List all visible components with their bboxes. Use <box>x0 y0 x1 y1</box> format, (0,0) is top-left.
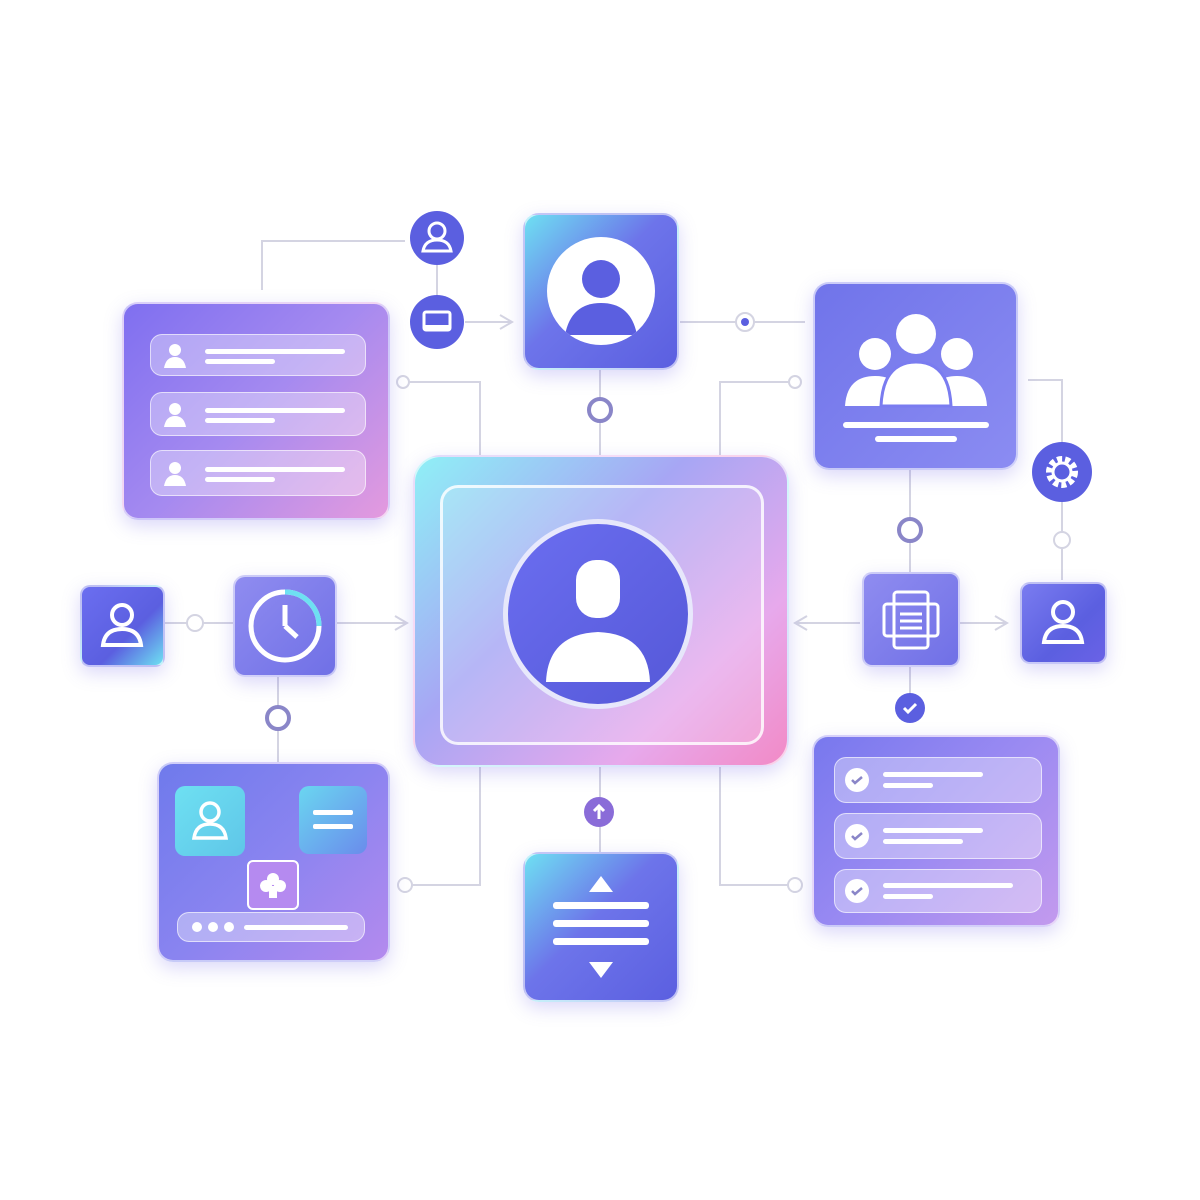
clock-icon <box>248 589 322 663</box>
user-icon <box>1041 600 1085 644</box>
sort-card[interactable] <box>523 852 679 1002</box>
list-item[interactable] <box>150 450 366 496</box>
check-icon <box>845 768 869 792</box>
checklist-line <box>883 894 933 899</box>
user-icon <box>164 462 186 486</box>
dot <box>224 922 234 932</box>
user-circle-button[interactable] <box>410 211 464 265</box>
connector-node <box>587 397 613 423</box>
top-avatar <box>547 237 655 345</box>
document-icon <box>882 590 940 650</box>
checklist-item[interactable] <box>834 813 1042 859</box>
left-user-card[interactable] <box>80 585 165 667</box>
list-item-line <box>205 477 275 482</box>
checklist-line <box>883 839 963 844</box>
center-profile-card[interactable] <box>413 455 789 767</box>
workflow-status-bar <box>177 912 365 942</box>
workflow-text-node[interactable] <box>299 786 367 854</box>
dot <box>192 922 202 932</box>
history-card[interactable] <box>233 575 337 677</box>
text-lines-icon <box>313 810 353 829</box>
id-card-icon <box>422 310 452 332</box>
gear-icon <box>1046 456 1078 488</box>
list-item-line <box>205 467 345 472</box>
upload-badge <box>584 797 614 827</box>
user-icon <box>100 603 144 647</box>
connector-node <box>897 517 923 543</box>
process-icon <box>260 873 286 898</box>
user-icon <box>421 221 453 253</box>
user-icon <box>565 260 637 335</box>
list-item-line <box>205 349 345 354</box>
center-avatar <box>503 519 693 709</box>
list-item-line <box>205 359 275 364</box>
check-icon <box>845 824 869 848</box>
user-icon <box>546 560 650 682</box>
checklist-line <box>883 883 1013 888</box>
workflow-process-node[interactable] <box>247 860 299 910</box>
sort-icon <box>553 876 649 978</box>
list-item[interactable] <box>150 392 366 436</box>
user-icon <box>191 801 229 840</box>
group-icon <box>843 314 989 442</box>
user-icon <box>164 403 186 427</box>
checklist-card[interactable] <box>812 735 1060 927</box>
check-icon <box>902 702 918 715</box>
workflow-user-node[interactable] <box>175 786 245 856</box>
list-item[interactable] <box>150 334 366 376</box>
check-badge <box>895 693 925 723</box>
arrow-up-icon <box>592 803 606 819</box>
checklist-item[interactable] <box>834 869 1042 913</box>
dot <box>208 922 218 932</box>
right-user-card[interactable] <box>1020 582 1107 664</box>
list-item-line <box>205 408 345 413</box>
settings-button[interactable] <box>1032 442 1092 502</box>
card-circle-button[interactable] <box>410 295 464 349</box>
workflow-card[interactable] <box>157 762 390 962</box>
top-profile-card[interactable] <box>523 213 679 370</box>
check-icon <box>845 879 869 903</box>
checklist-item[interactable] <box>834 757 1042 803</box>
checklist-line <box>883 783 933 788</box>
checklist-line <box>883 828 983 833</box>
list-item-line <box>205 418 275 423</box>
team-card[interactable] <box>813 282 1018 470</box>
user-list-card[interactable] <box>122 302 390 520</box>
connector-node <box>265 705 291 731</box>
document-card[interactable] <box>862 572 960 667</box>
user-icon <box>164 344 186 368</box>
checklist-line <box>883 772 983 777</box>
status-line <box>244 925 348 930</box>
